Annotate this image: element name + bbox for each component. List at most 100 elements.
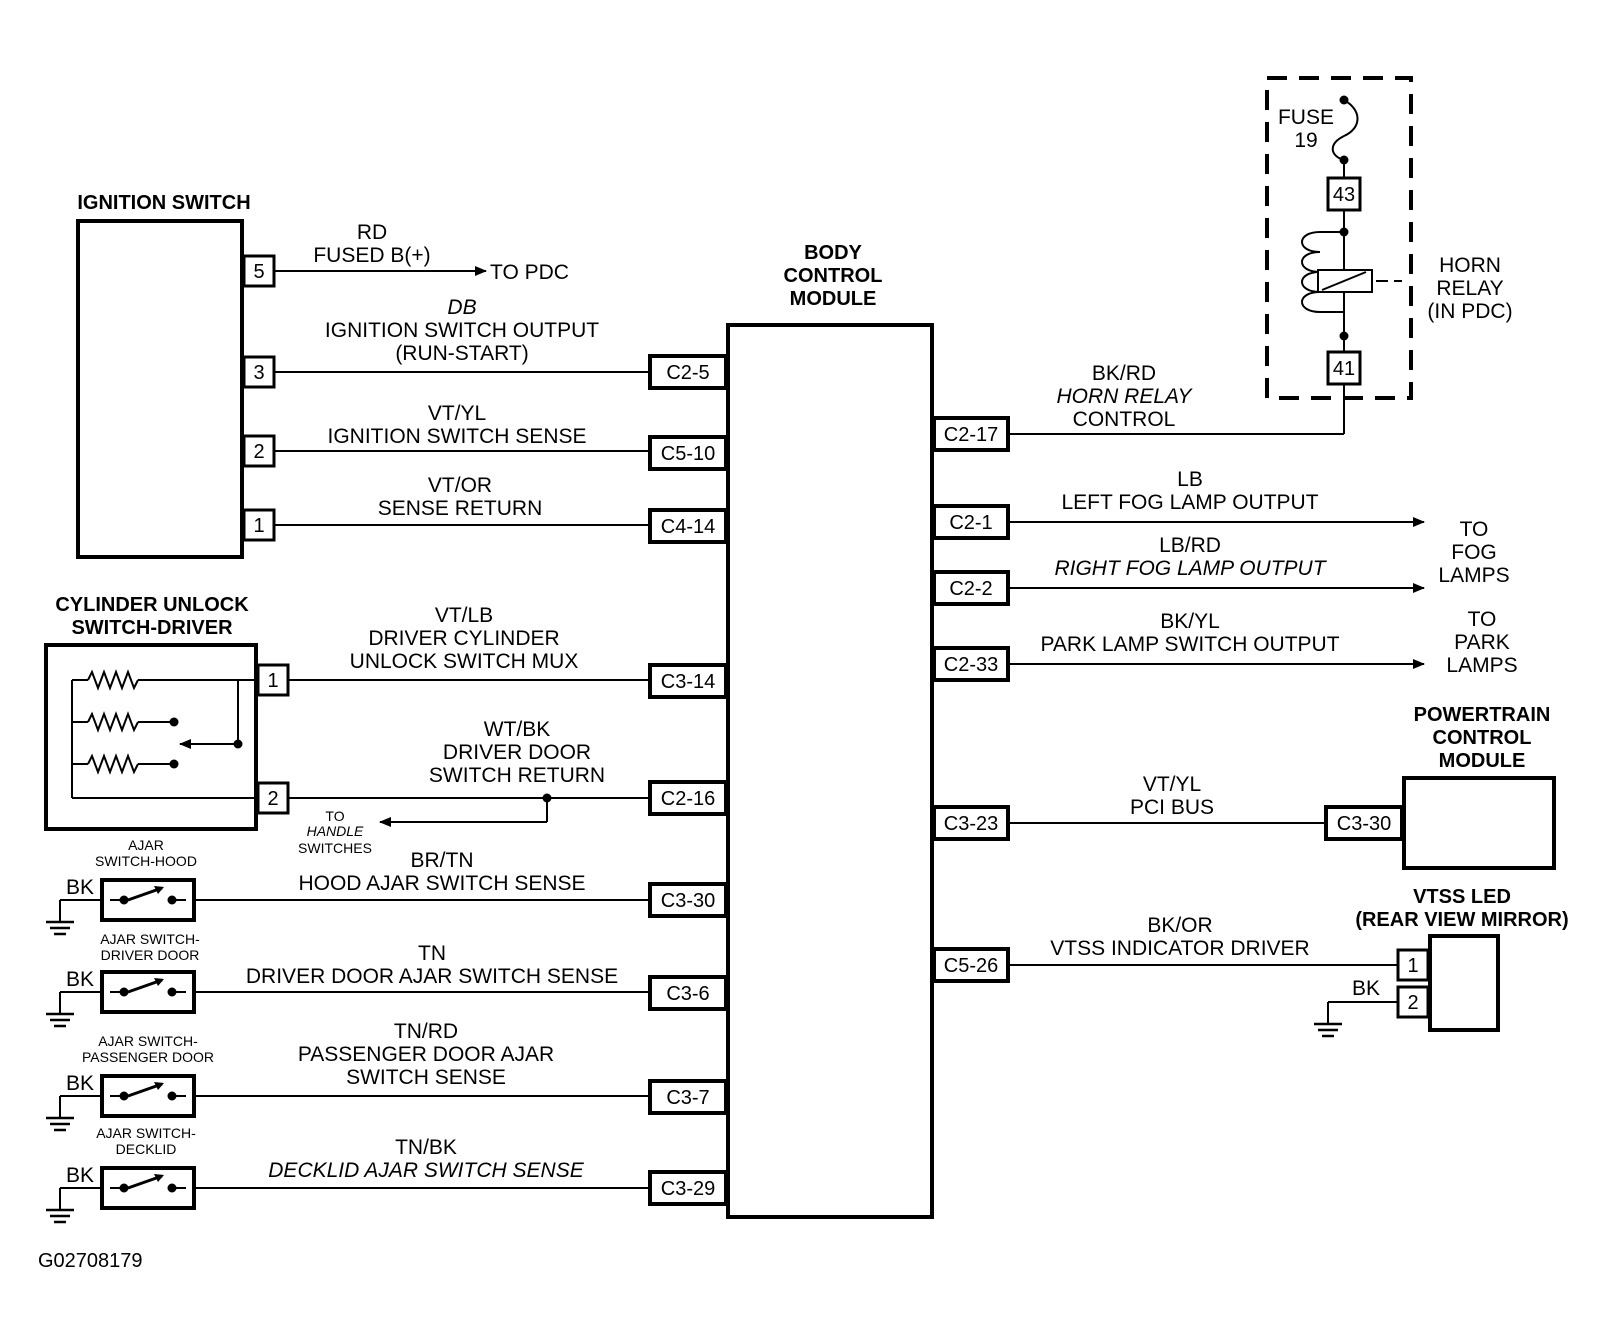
connector-c4-14 [648, 508, 728, 544]
cylinder-unlock-title-2: SWITCH-DRIVER [71, 617, 233, 639]
connector-c2-5 [648, 354, 728, 390]
circuit-name-right-fog: RIGHT FOG LAMP OUTPUT [1054, 557, 1327, 580]
connector-c3-7-label: C3-7 [666, 1087, 709, 1109]
connector-c3-23-label: C3-23 [944, 813, 998, 835]
wire-color-db: DB [447, 296, 476, 319]
pdc-dashed-outline [1265, 76, 1413, 400]
ign-pin-1-label: 1 [253, 515, 264, 537]
circuit-fused-b: RD FUSED B(+) TO PDC [274, 221, 569, 284]
circuit-horn-relay-control: BK/RD HORN RELAY CONTROL C2-17 [932, 362, 1345, 452]
bcm-title-3: MODULE [790, 288, 877, 310]
circuit-name-pci-bus: PCI BUS [1130, 796, 1214, 819]
connector-c2-17-label: C2-17 [944, 424, 998, 446]
circuit-name-dd-ajar: DRIVER DOOR AJAR SWITCH SENSE [246, 965, 618, 988]
connector-c3-30 [648, 882, 728, 918]
wire-color-vt-yl: VT/YL [428, 402, 486, 425]
circuit-driver-door-switch-return: WT/BK DRIVER DOOR SWITCH RETURN TO HANDL… [288, 718, 728, 856]
ajar-hood-title-1: AJAR [128, 837, 164, 853]
to-fog-lamps-1: TO [1460, 518, 1489, 541]
vtss-title-2: (REAR VIEW MIRROR) [1355, 909, 1568, 931]
to-park-lamps-3: LAMPS [1446, 654, 1517, 677]
circuit-name-hrc-1: HORN RELAY [1057, 385, 1194, 408]
circuit-name-iso: IGNITION SWITCH OUTPUT [325, 319, 599, 342]
circuit-pci-bus: VT/YL PCI BUS C3-23 [932, 773, 1326, 841]
vtss-gnd-label: BK [1352, 977, 1380, 1000]
to-pdc-label: TO PDC [490, 261, 569, 284]
circuit-name-pd-ajar-1: PASSENGER DOOR AJAR [298, 1043, 554, 1066]
circuit-ignition-switch-output: DB IGNITION SWITCH OUTPUT (RUN-START) C2… [274, 296, 728, 390]
connector-c3-14 [648, 663, 728, 699]
connector-c2-16 [648, 780, 728, 816]
bcm-title-2: CONTROL [784, 265, 883, 287]
circuit-name-ddsr-2: SWITCH RETURN [429, 764, 605, 787]
connector-c5-26-label: C5-26 [944, 955, 998, 977]
vtss-title-1: VTSS LED [1413, 886, 1511, 908]
ignition-switch: IGNITION SWITCH 5 3 2 1 [76, 192, 276, 559]
wire-color-tn-bk: TN/BK [395, 1136, 457, 1159]
bcm-box [726, 323, 934, 1219]
circuit-left-fog-lamp: LB LEFT FOG LAMP OUTPUT C2-1 [932, 468, 1425, 540]
horn-relay-label-2: RELAY [1436, 277, 1503, 300]
wire-color-wt-bk: WT/BK [484, 718, 551, 741]
cylinder-unlock-box [44, 643, 258, 831]
relay-pin-41 [1326, 350, 1362, 386]
connector-c2-5-label: C2-5 [666, 362, 709, 384]
horn-relay-label-1: HORN [1439, 254, 1501, 277]
connector-c3-6-label: C3-6 [666, 983, 709, 1005]
pcm-title-2: CONTROL [1433, 727, 1532, 749]
pcm-box [1402, 776, 1556, 870]
cyl-pin-2 [256, 781, 290, 815]
figure-id: G02708179 [38, 1250, 143, 1272]
to-fog-lamps-2: FOG [1451, 541, 1497, 564]
circuit-name-pd-ajar-2: SWITCH SENSE [346, 1066, 506, 1089]
circuit-hood-ajar-sense: BR/TN HOOD AJAR SWITCH SENSE C3-30 [194, 849, 728, 918]
body-control-module: BODY CONTROL MODULE [726, 242, 934, 1219]
ign-pin-5 [242, 254, 276, 288]
wire-color-tn: TN [418, 942, 446, 965]
powertrain-control-module: POWERTRAIN CONTROL MODULE C3-30 [1324, 704, 1556, 870]
fuse-label-1: FUSE [1278, 106, 1334, 129]
circuit-decklid-ajar-sense: TN/BK DECKLID AJAR SWITCH SENSE C3-29 [194, 1136, 728, 1206]
connector-c3-29 [648, 1170, 728, 1206]
connector-c2-33 [932, 646, 1010, 682]
ajar-switch-hood: AJAR SWITCH-HOOD BK [44, 837, 197, 936]
cylinder-unlock-title-1: CYLINDER UNLOCK [55, 594, 249, 616]
wire-color-pci-vt-yl: VT/YL [1143, 773, 1201, 796]
to-fog-lamps: TO FOG LAMPS [1438, 518, 1509, 587]
wire-color-lb: LB [1177, 468, 1203, 491]
circuit-name-left-fog: LEFT FOG LAMP OUTPUT [1061, 491, 1318, 514]
connector-c2-2 [932, 570, 1010, 606]
connector-c2-1-label: C2-1 [949, 512, 992, 534]
ajar-dl-gnd-label: BK [66, 1164, 94, 1187]
ajar-dd-title-1: AJAR SWITCH- [100, 931, 200, 947]
horn-relay: FUSE 19 43 41 HORN RELAY (IN PDC) [1265, 76, 1513, 400]
circuit-ignition-switch-sense: VT/YL IGNITION SWITCH SENSE C5-10 [274, 402, 728, 471]
ajar-pd-gnd-label: BK [66, 1072, 94, 1095]
pcm-connector-c3-30 [1324, 805, 1404, 841]
circuit-name-ddsr-1: DRIVER DOOR [443, 741, 591, 764]
wire-color-bk-or: BK/OR [1147, 914, 1212, 937]
circuit-name-fused-b: FUSED B(+) [313, 244, 430, 267]
ajar-hood-title-2: SWITCH-HOOD [95, 853, 197, 869]
to-handle-2: HANDLE [307, 823, 364, 839]
pcm-connector-c3-30-label: C3-30 [1337, 813, 1391, 835]
ajar-switch-decklid: AJAR SWITCH- DECKLID BK [44, 1125, 196, 1224]
circuit-name-mux-2: UNLOCK SWITCH MUX [350, 650, 579, 673]
ajar-pd-title-1: AJAR SWITCH- [98, 1033, 198, 1049]
wire-color-bk-rd: BK/RD [1092, 362, 1156, 385]
horn-relay-label-3: (IN PDC) [1427, 300, 1512, 323]
connector-c5-26 [932, 947, 1010, 983]
connector-c4-14-label: C4-14 [661, 516, 715, 538]
to-park-lamps-2: PARK [1454, 631, 1510, 654]
ignition-switch-box [76, 219, 244, 559]
ajar-dl-title-2: DECKLID [116, 1141, 177, 1157]
ajar-dd-gnd-label: BK [66, 968, 94, 991]
ign-pin-3-label: 3 [253, 362, 264, 384]
pcm-title-3: MODULE [1439, 750, 1526, 772]
resistor-1 [87, 669, 139, 691]
to-handle-1: TO [325, 808, 344, 824]
cyl-pin-2-label: 2 [267, 788, 278, 810]
connector-c3-7 [648, 1079, 728, 1115]
wire-color-br-tn: BR/TN [411, 849, 474, 872]
